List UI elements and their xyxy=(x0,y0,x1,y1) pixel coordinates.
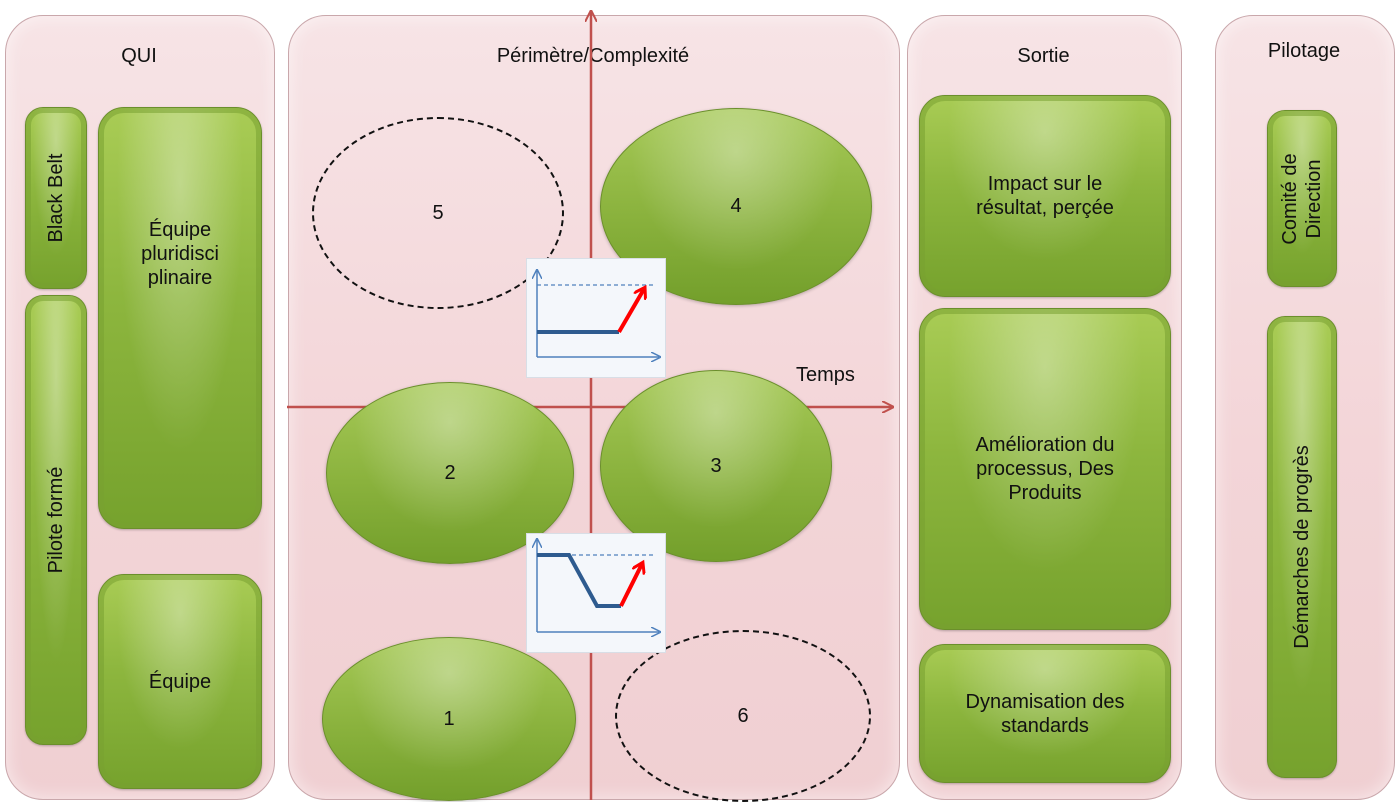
dynamisation-box: Dynamisation des standards xyxy=(919,644,1171,783)
ellipse-5-label: 5 xyxy=(432,201,444,224)
qui-title: QUI xyxy=(121,45,157,67)
equipe-box: Équipe xyxy=(98,574,262,789)
ellipse-3: 3 xyxy=(600,370,832,562)
comite-label: Comité de Direction xyxy=(1279,152,1325,245)
mini-chart-down-up xyxy=(526,533,666,653)
mini-chart-up xyxy=(526,258,666,378)
black-belt-box: Black Belt xyxy=(25,107,87,289)
ellipse-3-label: 3 xyxy=(710,454,722,477)
mini-up-arrow xyxy=(617,289,644,334)
equipe-label: Équipe xyxy=(148,670,212,693)
dynamisation-label: Dynamisation des standards xyxy=(965,690,1125,737)
mini-chart-up-svg xyxy=(527,259,665,377)
mini-chart-down-up-svg xyxy=(527,534,665,652)
ellipse-5: 5 xyxy=(312,117,564,309)
equipe-pluri-label: Équipe pluridisci plinaire xyxy=(141,219,219,289)
pilote-forme-box: Pilote formé xyxy=(25,295,87,745)
ellipse-2-label: 2 xyxy=(444,461,456,484)
amelioration-label: Amélioration du processus, Des Produits xyxy=(975,434,1115,504)
impact-box: Impact sur le résultat, perçée xyxy=(919,95,1171,297)
pilotage-title: Pilotage xyxy=(1267,40,1341,62)
comite-box: Comité de Direction xyxy=(1267,110,1337,287)
ellipse-6-label: 6 xyxy=(737,704,749,727)
ellipse-4-label: 4 xyxy=(730,195,742,217)
perimetre-title: Périmètre/Complexité xyxy=(496,45,690,67)
ellipse-1-label: 1 xyxy=(443,707,455,730)
sortie-title: Sortie xyxy=(1017,45,1070,67)
demarches-box: Démarches de progrès xyxy=(1267,316,1337,778)
mini-du-arrow xyxy=(619,564,642,607)
ellipse-1: 1 xyxy=(322,637,576,801)
impact-label: Impact sur le résultat, perçée xyxy=(976,173,1114,219)
demarches-label: Démarches de progrès xyxy=(1291,445,1313,649)
amelioration-box: Amélioration du processus, Des Produits xyxy=(919,308,1171,630)
equipe-pluri-box: Équipe pluridisci plinaire xyxy=(98,107,262,529)
ellipse-6: 6 xyxy=(615,630,871,802)
mini-du-trend xyxy=(537,553,621,608)
temps-label: Temps xyxy=(796,364,855,386)
